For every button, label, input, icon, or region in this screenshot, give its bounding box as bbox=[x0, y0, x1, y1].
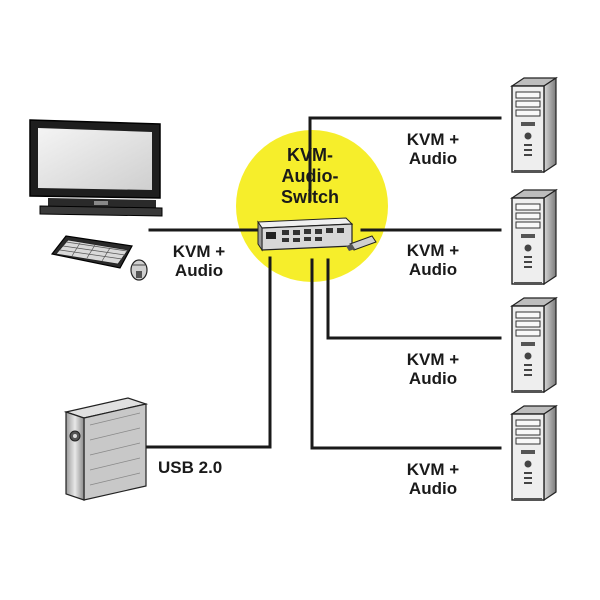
label-line: KVM + bbox=[406, 350, 460, 369]
mouse-icon bbox=[130, 259, 148, 281]
label-line: Audio bbox=[174, 261, 224, 280]
switch-title: KVM- Audio- Switch bbox=[255, 145, 365, 208]
console-link-label: KVM + Audio bbox=[162, 242, 236, 280]
usb-link-label: USB 2.0 bbox=[158, 458, 242, 477]
label-line: KVM + bbox=[406, 241, 460, 260]
label-line: KVM + bbox=[172, 242, 226, 261]
pc-link-label-1: KVM + Audio bbox=[396, 130, 470, 168]
pc-link-label-4: KVM + Audio bbox=[396, 460, 470, 498]
computer-tower-icon bbox=[511, 405, 557, 502]
external-drive-icon bbox=[63, 397, 149, 501]
label-line: USB 2.0 bbox=[158, 458, 223, 477]
monitor-icon bbox=[29, 119, 163, 217]
label-line: Audio bbox=[408, 149, 458, 168]
switch-title-line: Audio- bbox=[281, 166, 339, 186]
kvm-switch-icon bbox=[257, 217, 354, 252]
computer-tower-icon bbox=[511, 297, 557, 394]
pc-link-label-3: KVM + Audio bbox=[396, 350, 470, 388]
switch-title-line: KVM- bbox=[287, 145, 333, 165]
computer-tower-icon bbox=[511, 189, 557, 286]
label-line: KVM + bbox=[406, 460, 460, 479]
switch-title-line: Switch bbox=[280, 187, 339, 207]
connection-lines bbox=[146, 116, 502, 450]
label-line: Audio bbox=[408, 369, 458, 388]
keyboard-icon bbox=[50, 235, 133, 269]
label-line: Audio bbox=[408, 260, 458, 279]
label-line: Audio bbox=[408, 479, 458, 498]
pc-link-label-2: KVM + Audio bbox=[396, 241, 470, 279]
computer-tower-icon bbox=[511, 77, 557, 174]
label-line: KVM + bbox=[406, 130, 460, 149]
usb-dongle-icon bbox=[346, 235, 377, 251]
